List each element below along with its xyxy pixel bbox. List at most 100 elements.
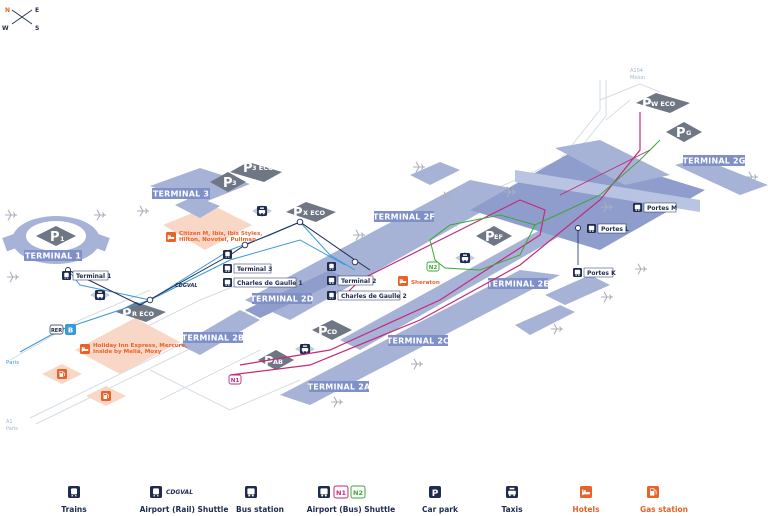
n2-badge-label: N2 [429, 265, 438, 271]
terminal-2g-building [675, 158, 768, 195]
legend-n1-label: N1 [336, 489, 346, 497]
station-terminal-3[interactable]: Terminal 3 [237, 266, 272, 273]
parking-pg-sub: G [686, 129, 691, 137]
legend-cdgval-label: CDGVAL [166, 489, 193, 496]
plane-icon [330, 396, 344, 408]
bus-icon [587, 224, 596, 233]
parking-p1-diamond [36, 226, 76, 246]
parking-pef-sub: EF [494, 233, 503, 241]
legend: Trains CDGVAL Airport (Rail) Shuttle Bus… [61, 485, 688, 514]
rer-marker: RER B Paris [6, 324, 76, 366]
station-terminal-3-box [233, 263, 272, 274]
station-portes-m[interactable]: Portes M [647, 205, 677, 212]
bus-icon [573, 268, 582, 277]
terminal-2c-label: TERMINAL 2C [387, 337, 449, 346]
legend-n2-label: N2 [353, 489, 363, 497]
parking-p3eco-letter: P [243, 161, 253, 176]
terminal-2a-label: TERMINAL 2A [308, 383, 371, 392]
parking-p1-sub: 1 [60, 235, 65, 243]
parking-pxeco-diamond [286, 202, 336, 222]
terminal-3-building: TERMINAL 3 [150, 168, 250, 218]
legend-n1-badge [333, 485, 349, 499]
legend-gas-station-label: Gas station [640, 505, 688, 514]
terminal-2a-plate [309, 381, 369, 392]
plane-icon [93, 209, 107, 221]
terminal-2c-plate [388, 335, 448, 346]
legend-trains-icon [68, 486, 80, 498]
hotel-icon [166, 232, 176, 242]
train-icon [62, 271, 71, 280]
terminal-2g-plate [683, 155, 745, 166]
cdgval-map-label: CDGVAL [175, 283, 198, 289]
parking-pef-letter: P [485, 230, 495, 245]
hotel-sheraton: Sheraton [411, 280, 440, 286]
parking-pxeco-letter: P [293, 206, 303, 221]
legend-n2-badge [350, 485, 366, 499]
station-terminal-1[interactable]: Terminal 1 [76, 273, 111, 280]
parking-pxeco-sub: X ECO [303, 209, 325, 217]
station-cdg1-box [233, 277, 297, 288]
bus-badges: N1 N2 [228, 261, 440, 385]
stop-dot [241, 241, 249, 249]
station-terminal-2-box [337, 275, 374, 286]
parking-p3eco-diamond [230, 162, 282, 182]
n2-badge [426, 261, 440, 272]
parking-pab-letter: P [264, 355, 274, 370]
legend-taxis-label: Taxis [501, 505, 523, 514]
stop-dot [296, 218, 304, 226]
pier-south [515, 305, 575, 335]
train-icon [327, 291, 336, 300]
parking-pef-diamond [476, 226, 512, 246]
taxi-stands [90, 205, 475, 355]
n1-badge [228, 374, 242, 385]
terminal-1-label: TERMINAL 1 [25, 252, 82, 261]
compass-e: E [35, 7, 39, 14]
stop-dot [575, 225, 581, 231]
station-portes-k-box [583, 267, 614, 278]
plane-icon [410, 358, 424, 370]
plane-icon [600, 291, 614, 303]
plane-icon [136, 205, 150, 217]
station-terminal-2[interactable]: Terminal 2 [341, 278, 376, 285]
plane-icon [550, 323, 564, 335]
hotels: Citizen M, Ibis, Ibis Styles, Hilton, No… [80, 231, 440, 355]
terminal-2g-label: TERMINAL 2G [682, 157, 745, 166]
rer-label: RER [51, 328, 62, 334]
rer-b-icon [65, 324, 76, 335]
parking-p3-letter: P [223, 176, 233, 191]
bus-n1-line-outer [229, 112, 641, 376]
station-portes-l[interactable]: Portes L [601, 226, 629, 233]
station-cdg-2[interactable]: Charles de Gaulle 2 [341, 293, 407, 300]
terminal-1-plate [24, 250, 82, 261]
stations: Terminal 1 Terminal 3 Charles de Gaulle … [62, 202, 677, 301]
legend-car-park-label: Car park [422, 505, 459, 514]
station-cdg2-box [337, 290, 401, 301]
station-cdg-1[interactable]: Charles de Gaulle 1 [237, 280, 303, 287]
station-portes-k[interactable]: Portes K [587, 270, 616, 277]
bus-icon [223, 278, 232, 287]
rer-line-label: B [68, 327, 73, 335]
bus-n1-line [239, 199, 546, 366]
parking-p3eco-sub: 3 ECO [252, 164, 274, 172]
terminal-2d-label: TERMINAL 2D [250, 295, 313, 304]
parking-preco-letter: P [122, 307, 132, 322]
terminal-labels: TERMINAL 2G TERMINAL 2F TERMINAL 2E TERM… [182, 155, 745, 392]
road-north [599, 83, 661, 121]
legend-airport-rail-label: Airport (Rail) Shuttle [140, 505, 229, 514]
plane-icon [634, 263, 648, 275]
compass: N E W S [2, 7, 39, 32]
legend-car-park-icon [429, 486, 441, 498]
parking-pab-diamond [258, 350, 294, 370]
parking-pcd-sub: CD [327, 328, 338, 336]
bus-n1-2g [559, 149, 651, 196]
plane-icon [6, 271, 20, 283]
legend-bus-station-icon [245, 486, 257, 498]
paris-label-rer: Paris [6, 360, 19, 366]
parking-p1-letter: P [50, 230, 60, 245]
legend-car-park-letter: P [432, 489, 439, 499]
pier-2f-north [410, 162, 460, 185]
legend-airport-bus-label: Airport (Bus) Shuttle [307, 505, 395, 514]
parking-p3-diamond [210, 172, 246, 192]
plane-icon [4, 209, 18, 221]
